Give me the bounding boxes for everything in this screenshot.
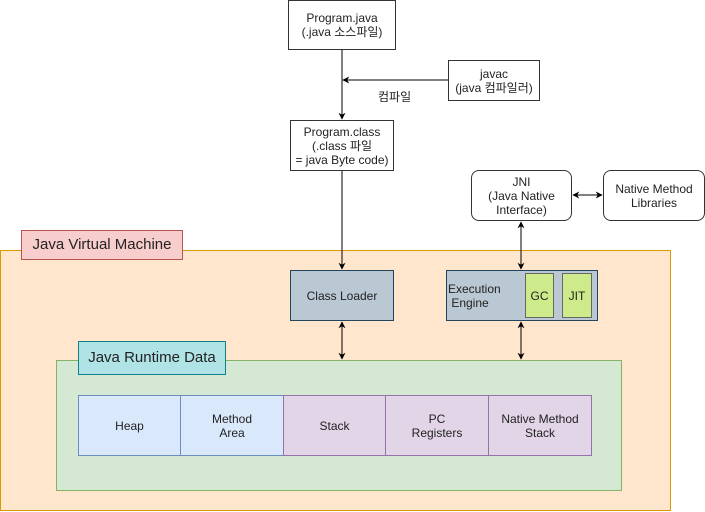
- heap-area: Heap: [78, 395, 181, 456]
- javac-box: javac (java 컴파일러): [448, 60, 540, 101]
- program-class-box: Program.class (.class 파일 = java Byte cod…: [290, 120, 394, 171]
- class-loader: Class Loader: [290, 270, 394, 321]
- jni-box: JNI (Java Native Interface): [471, 170, 572, 221]
- stack-area: Stack: [283, 395, 386, 456]
- program-java-box: Program.java (.java 소스파일): [288, 0, 396, 50]
- method-area: Method Area: [180, 395, 284, 456]
- gc-box: GC: [525, 273, 554, 318]
- compile-label: 컴파일: [378, 90, 412, 104]
- jvm-label: Java Virtual Machine: [21, 230, 183, 260]
- native-method-stack-area: Native Method Stack: [488, 395, 592, 456]
- execution-engine-label: Execution Engine: [448, 282, 501, 310]
- jit-box: JIT: [562, 273, 592, 318]
- runtime-data-label: Java Runtime Data: [78, 341, 226, 375]
